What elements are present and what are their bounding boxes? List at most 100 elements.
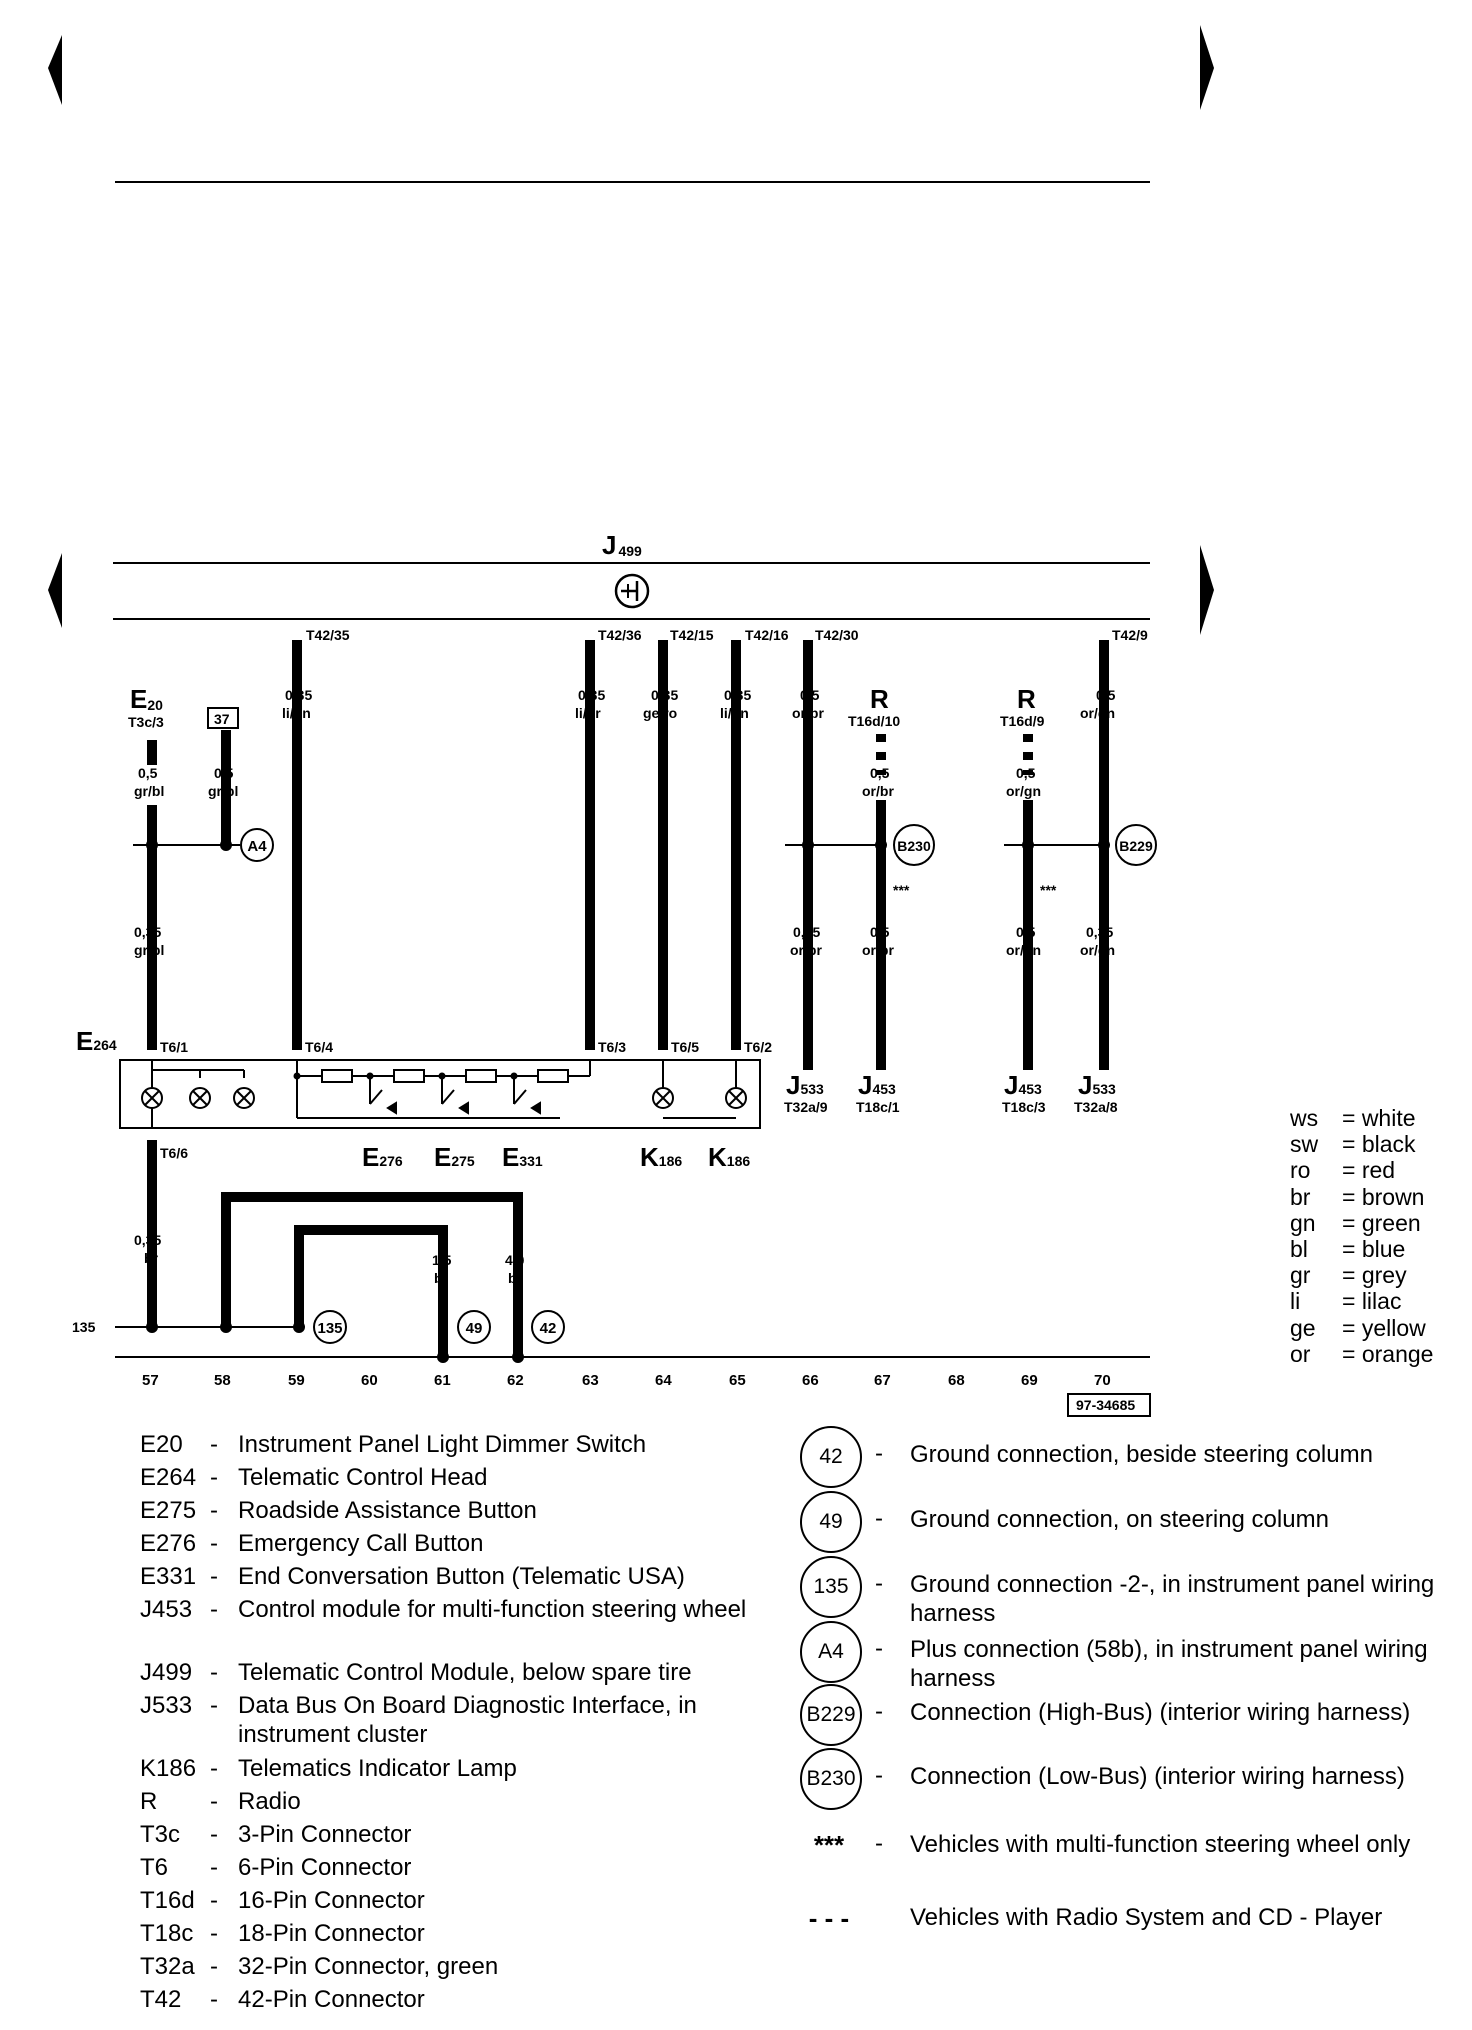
pin-t42-35: T42/35 <box>306 627 350 643</box>
prev-section-arrow-icon[interactable] <box>48 553 62 628</box>
radio-1-label: R <box>870 684 889 714</box>
wire-66a-color: or/br <box>792 705 824 721</box>
wire-57a-size: 0,5 <box>138 765 158 781</box>
svg-text:65: 65 <box>729 1372 746 1389</box>
wire-70a-color: or/gn <box>1080 705 1115 721</box>
color-key-item: li= lilac <box>1290 1288 1402 1315</box>
pin-t6-5: T6/5 <box>671 1039 699 1055</box>
svg-text:69: 69 <box>1021 1372 1038 1389</box>
ground-135: 135 <box>313 1310 347 1344</box>
pin-t42-15: T42/15 <box>670 627 714 643</box>
color-key-item: gr= grey <box>1290 1262 1407 1289</box>
e331-label: E331 <box>502 1142 543 1172</box>
ground-42: 42 <box>531 1310 565 1344</box>
wire-69b-size: 0,5 <box>1016 924 1036 940</box>
wire-66b-size: 0,35 <box>793 924 820 940</box>
svg-text:42: 42 <box>540 1320 557 1337</box>
wire-58-size: 0,5 <box>214 765 234 781</box>
stars-2: *** <box>1040 882 1057 898</box>
ground-legend-item: 49-Ground connection, on steering column <box>800 1491 1460 1565</box>
color-key-item: sw= black <box>1290 1131 1416 1158</box>
svg-text:64: 64 <box>655 1372 672 1389</box>
wire-65-color: li/gn <box>720 705 749 721</box>
pin-t42-30: T42/30 <box>815 627 859 643</box>
e264-box <box>119 1059 761 1129</box>
wire-57a-color: gr/bl <box>134 783 164 799</box>
k186b-label: K186 <box>708 1142 750 1172</box>
radio-2-pin: T16d/9 <box>1000 713 1045 729</box>
ground-legend-item: ***-Vehicles with multi-function steerin… <box>813 1830 1411 1860</box>
junction-dots <box>146 839 1110 1363</box>
wire-67a-color: or/br <box>862 783 894 799</box>
wire-58-color: gr/bl <box>208 783 238 799</box>
color-key-item: bl= blue <box>1290 1236 1406 1263</box>
connector-b230: B230 <box>893 824 935 866</box>
color-key-item: gn= green <box>1290 1209 1421 1236</box>
svg-text:135: 135 <box>317 1320 342 1337</box>
ref-37-box <box>207 707 239 729</box>
svg-text:49: 49 <box>466 1320 483 1337</box>
wire-66b-color: or/br <box>790 942 822 958</box>
wire-57c-color: br <box>144 1250 159 1266</box>
pin-t6-4: T6/4 <box>305 1039 333 1055</box>
next-section-arrow-icon[interactable] <box>1200 545 1214 635</box>
wire-70b-size: 0,35 <box>1086 924 1113 940</box>
ground-legend-item: B229-Connection (High-Bus) (interior wir… <box>800 1684 1460 1758</box>
j453a-pin: T18c/1 <box>856 1099 900 1115</box>
ground-legend-item: B230-Connection (Low-Bus) (interior wiri… <box>800 1748 1460 1822</box>
switch-icons <box>369 1076 541 1115</box>
wire-62-color: br <box>508 1270 523 1286</box>
svg-text:70: 70 <box>1094 1372 1111 1389</box>
ref-37-label: 37 <box>214 711 230 727</box>
ref-number-box <box>1067 1393 1151 1417</box>
e20-label: E20 <box>130 684 163 714</box>
ground-symbol-icon <box>614 573 650 609</box>
wire-63-size: 0,35 <box>578 687 605 703</box>
color-key-item: br= brown <box>1290 1183 1425 1210</box>
e275-label: E275 <box>434 1142 475 1172</box>
wire-64-color: ge/ro <box>643 705 677 721</box>
color-key-item: ge= yellow <box>1290 1314 1426 1341</box>
ground-legend-item: A4-Plus connection (58b), in instrument … <box>800 1621 1460 1695</box>
wire-62-size: 4,0 <box>505 1252 525 1268</box>
color-key-item: or= orange <box>1290 1340 1434 1367</box>
svg-text:B229: B229 <box>1119 838 1153 854</box>
wire-57c-size: 0,35 <box>134 1232 161 1248</box>
radio-1-pin: T16d/10 <box>848 713 900 729</box>
wire-67b-size: 0,5 <box>870 924 890 940</box>
j533a-pin: T32a/9 <box>784 1099 828 1115</box>
wire-61-size: 1,5 <box>432 1252 452 1268</box>
wire-67a-size: 0,5 <box>870 765 890 781</box>
svg-text:68: 68 <box>948 1372 965 1389</box>
j533b-label: J533 <box>1078 1070 1116 1100</box>
wire-69b-color: or/gn <box>1006 942 1041 958</box>
wire-69a-color: or/gn <box>1006 783 1041 799</box>
svg-text:61: 61 <box>434 1372 451 1389</box>
connector-b229: B229 <box>1115 824 1157 866</box>
svg-text:62: 62 <box>507 1372 524 1389</box>
e264-label: E264 <box>76 1026 117 1056</box>
svg-text:B230: B230 <box>897 838 931 854</box>
color-key-item: ws= white <box>1290 1105 1416 1131</box>
next-page-arrow-icon[interactable] <box>1200 25 1214 110</box>
j533a-label: J533 <box>786 1070 824 1100</box>
wire-59-color: li/gn <box>282 705 311 721</box>
pin-t6-2: T6/2 <box>744 1039 772 1055</box>
wire-64-size: 0,35 <box>651 687 678 703</box>
e20-pin: T3c/3 <box>128 714 164 730</box>
ground-legend-item: - - -Vehicles with Radio System and CD -… <box>808 1903 1383 1933</box>
ref-number: 97-34685 <box>1076 1397 1135 1413</box>
prev-page-arrow-icon[interactable] <box>48 35 62 105</box>
e276-label: E276 <box>362 1142 403 1172</box>
j453a-label: J453 <box>858 1070 896 1100</box>
ground-49: 49 <box>457 1310 491 1344</box>
stars-1: *** <box>893 882 910 898</box>
svg-text:A4: A4 <box>247 838 267 855</box>
wire-63-color: li/gr <box>575 705 601 721</box>
radio-2-label: R <box>1017 684 1036 714</box>
ground-legend-item: 42-Ground connection, beside steering co… <box>800 1426 1460 1500</box>
wire-70b-color: or/gn <box>1080 942 1115 958</box>
